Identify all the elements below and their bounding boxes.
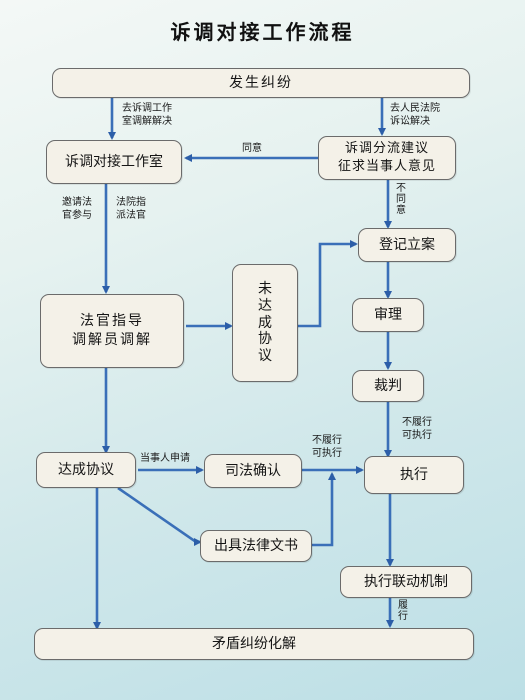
page-title: 诉调对接工作流程 xyxy=(170,20,355,44)
node-register: 登记立案 xyxy=(358,228,456,262)
node-linkage: 执行联动机制 xyxy=(340,566,472,598)
node-resolved: 矛盾纠纷化解 xyxy=(34,628,474,660)
label-to-court: 去人民法院 诉讼解决 xyxy=(390,103,440,127)
node-confirm: 司法确认 xyxy=(204,454,302,488)
node-split: 诉调分流建议 征求当事人意见 xyxy=(318,136,456,180)
label-not-fulfill-1: 不履行 可执行 xyxy=(312,435,342,459)
label-invite: 邀请法 官参与 xyxy=(62,197,92,221)
node-verdict: 裁判 xyxy=(352,370,424,402)
label-to-office: 去诉调工作 室调解解决 xyxy=(122,103,172,127)
node-trial: 审理 xyxy=(352,298,424,332)
node-not-agreed: 未 达 成 协 议 xyxy=(232,264,298,382)
arrow-agreement-document xyxy=(117,486,202,546)
node-document: 出具法律文书 xyxy=(200,530,312,562)
arrow-document-execute xyxy=(312,472,336,547)
node-agreement: 达成协议 xyxy=(36,452,136,488)
label-assign: 法院指 派法官 xyxy=(116,197,146,221)
label-disagree: 不 同 意 xyxy=(396,183,406,216)
node-execute: 执行 xyxy=(364,456,464,494)
label-fulfill: 履 行 xyxy=(398,600,408,622)
node-dispute: 发生纠纷 xyxy=(52,68,470,98)
node-office: 诉调对接工作室 xyxy=(46,140,182,184)
label-apply: 当事人申请 xyxy=(140,453,190,464)
label-not-fulfill-2: 不履行 可执行 xyxy=(402,417,432,441)
label-agree: 同意 xyxy=(242,143,262,154)
arrow-notagreed-register xyxy=(298,240,358,328)
node-guide: 法官指导 调解员调解 xyxy=(40,294,184,368)
